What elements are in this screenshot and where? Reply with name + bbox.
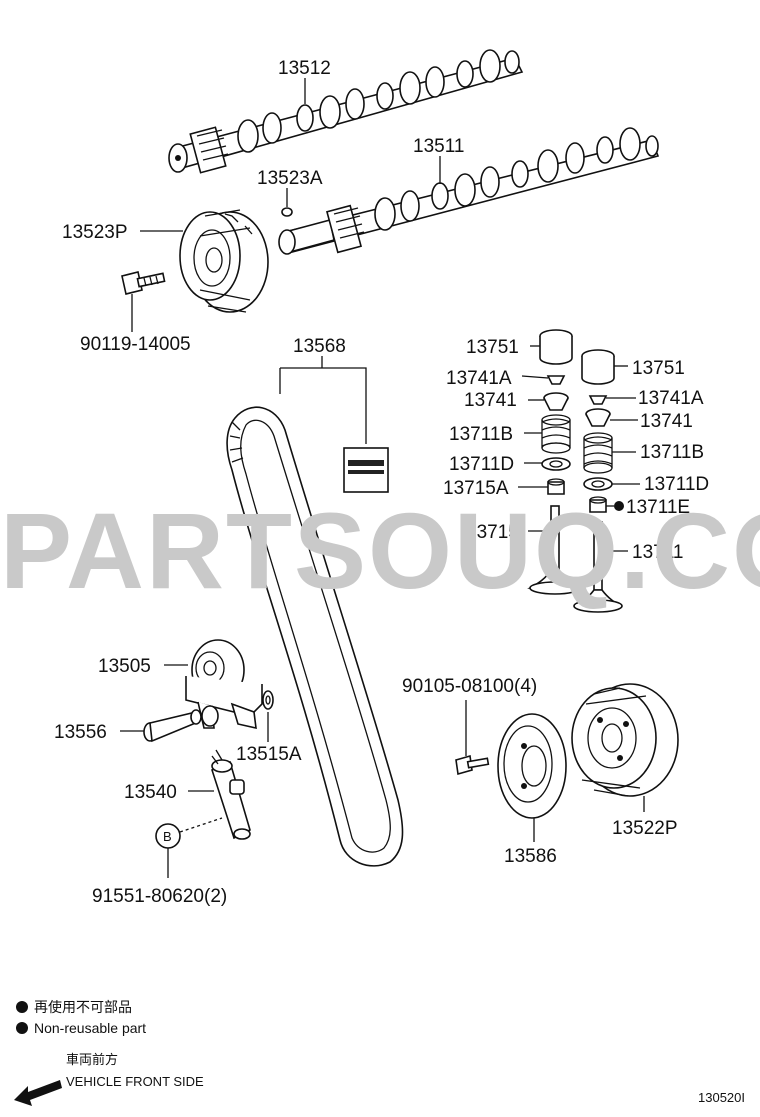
non-reusable-marker-icon bbox=[614, 501, 624, 511]
label-13741-right: 13741 bbox=[640, 411, 693, 432]
cam-pulley-13523p[interactable] bbox=[179, 209, 269, 313]
direction-english: VEHICLE FRONT SIDE bbox=[66, 1074, 204, 1089]
label-90105-08100: 90105-08100(4) bbox=[402, 676, 537, 697]
label-13741a-right: 13741A bbox=[638, 388, 704, 409]
label-13556: 13556 bbox=[54, 722, 107, 743]
spring-13711b-right[interactable] bbox=[583, 432, 613, 474]
timing-belt-13568[interactable] bbox=[226, 406, 404, 867]
label-13515a: 13515A bbox=[236, 744, 302, 765]
label-13568: 13568 bbox=[293, 336, 346, 357]
seat-13711d-right[interactable] bbox=[583, 477, 613, 491]
retainer-13741-left[interactable] bbox=[543, 392, 569, 411]
label-13711e: 13711E bbox=[626, 497, 690, 518]
keeper-13741a-left[interactable] bbox=[546, 375, 566, 385]
camshaft-13512[interactable] bbox=[168, 49, 524, 174]
camshaft-13511[interactable] bbox=[278, 127, 660, 255]
label-13715a-left: 13715A bbox=[443, 478, 509, 499]
valve-13711[interactable] bbox=[573, 521, 623, 613]
legend-japanese: 再使用不可部品 bbox=[34, 999, 132, 1015]
label-91551-80620: 91551-80620(2) bbox=[92, 886, 227, 907]
label-13741-left: 13741 bbox=[464, 390, 517, 411]
lifter-13751-left[interactable] bbox=[539, 329, 573, 365]
bolt-90119-14005[interactable] bbox=[121, 271, 166, 295]
spring-13711b-left[interactable] bbox=[541, 414, 571, 454]
bolt-90105-08100[interactable] bbox=[455, 754, 490, 776]
lifter-13751-right[interactable] bbox=[581, 349, 615, 385]
seal-13711e-right[interactable] bbox=[589, 496, 607, 513]
tensioner-13540[interactable] bbox=[211, 749, 251, 840]
label-13586: 13586 bbox=[504, 846, 557, 867]
label-13751-left: 13751 bbox=[466, 337, 519, 358]
figure-code: 130520I bbox=[698, 1090, 745, 1105]
legend-bullet-icon-2 bbox=[16, 1022, 28, 1034]
marker-b-letter: B bbox=[163, 829, 172, 844]
marker-b-icon: B bbox=[155, 823, 181, 849]
label-13523p: 13523P bbox=[62, 222, 128, 243]
label-13711b-left: 13711B bbox=[449, 424, 513, 445]
spacer-13515a[interactable] bbox=[262, 690, 274, 710]
label-13523a: 13523A bbox=[257, 168, 323, 189]
cam-pin-13523a[interactable] bbox=[281, 207, 293, 217]
seal-13715a-left[interactable] bbox=[547, 478, 565, 495]
bolt-13556[interactable] bbox=[143, 709, 202, 743]
legend-bullet-icon bbox=[16, 1001, 28, 1013]
front-arrow-icon bbox=[14, 1080, 62, 1106]
label-13741a-left: 13741A bbox=[446, 368, 512, 389]
idler-pulley-13505[interactable] bbox=[185, 639, 263, 730]
label-13512: 13512 bbox=[278, 58, 331, 79]
legend-english: Non-reusable part bbox=[34, 1020, 146, 1036]
crank-pulley-13586[interactable] bbox=[497, 713, 567, 819]
timing-pulley-13522p[interactable] bbox=[571, 683, 679, 797]
keeper-13741a-right[interactable] bbox=[588, 395, 608, 405]
retainer-13741-right[interactable] bbox=[585, 408, 611, 427]
label-13711d-left: 13711D bbox=[449, 454, 514, 475]
label-13711b-right: 13711B bbox=[640, 442, 704, 463]
valve-13715[interactable] bbox=[527, 505, 583, 595]
watermark: PARTSOUQ.COM bbox=[0, 490, 760, 611]
label-13715: 13715 bbox=[466, 522, 519, 543]
label-13711: 13711 bbox=[632, 542, 683, 563]
label-90119-14005: 90119-14005 bbox=[80, 334, 191, 355]
seat-13711d-left[interactable] bbox=[541, 457, 571, 471]
label-13751-right: 13751 bbox=[632, 358, 685, 379]
belt-tag bbox=[343, 447, 389, 493]
label-13711d-right: 13711D bbox=[644, 474, 709, 495]
label-13505: 13505 bbox=[98, 656, 151, 677]
label-13540: 13540 bbox=[124, 782, 177, 803]
direction-japanese: 車両前方 bbox=[66, 1052, 118, 1067]
label-13511: 13511 bbox=[413, 136, 464, 157]
label-13522p: 13522P bbox=[612, 818, 678, 839]
